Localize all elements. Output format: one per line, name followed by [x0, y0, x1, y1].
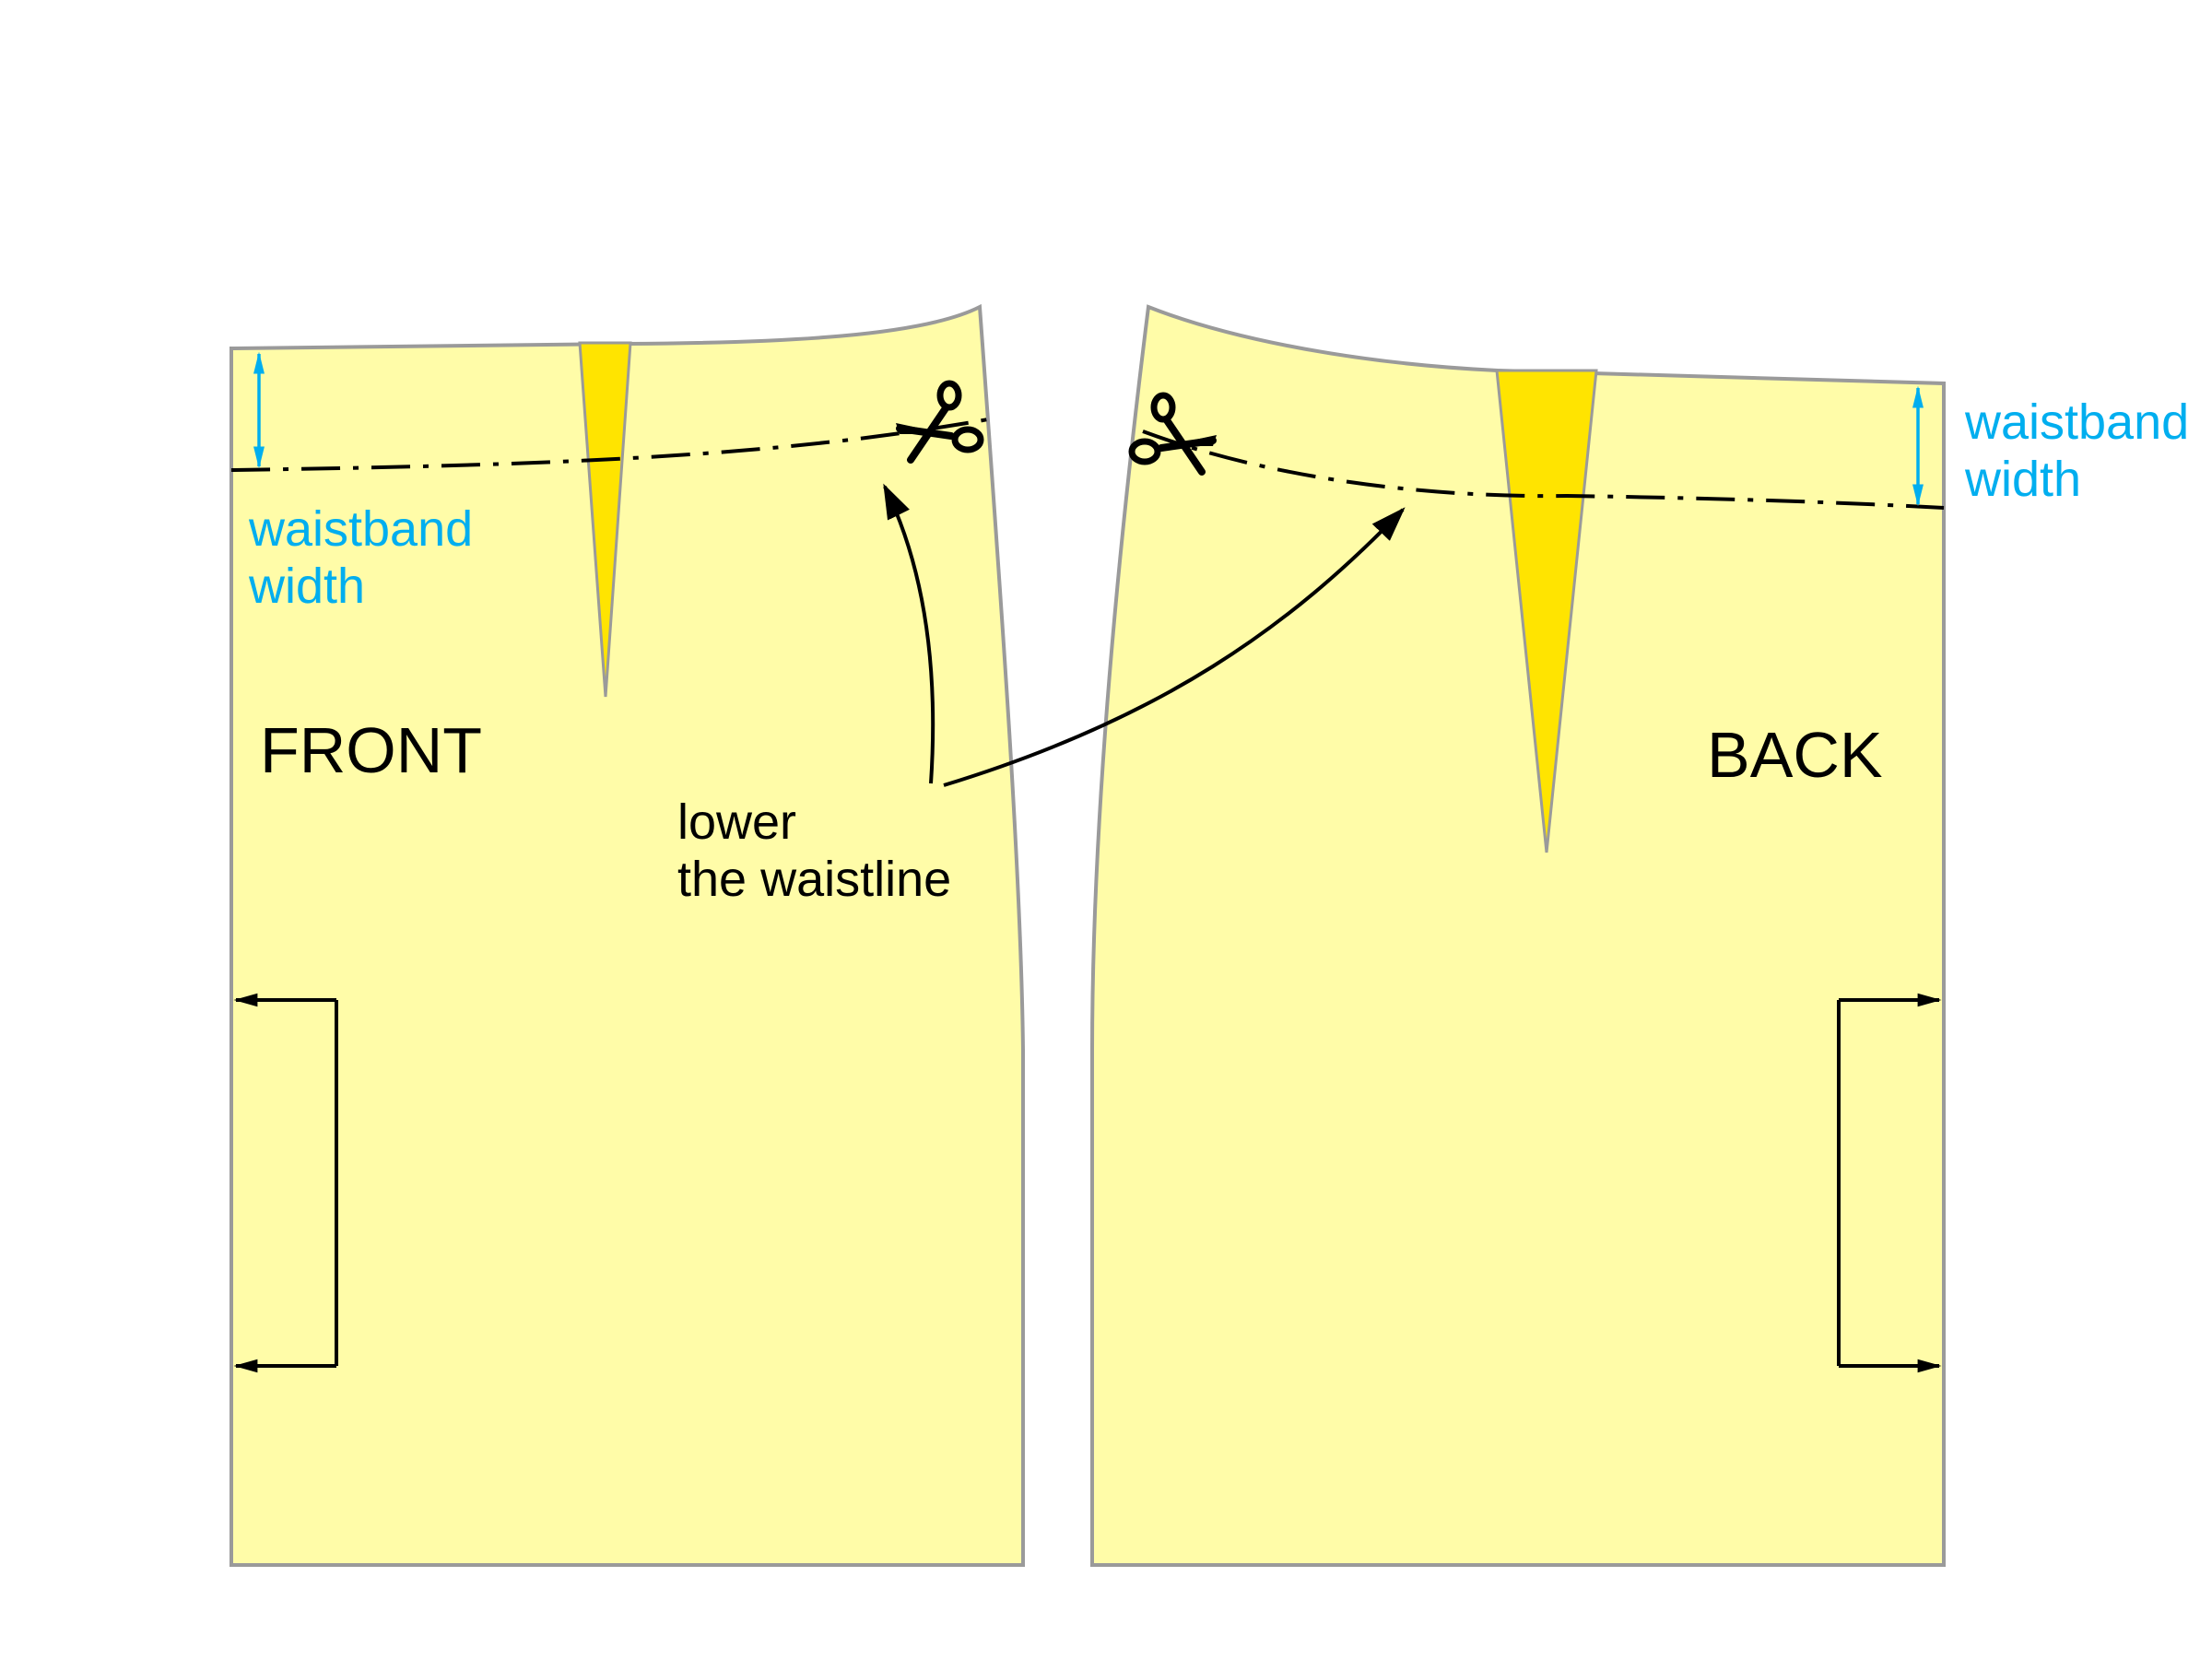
front-panel-outline: [229, 303, 1025, 1567]
front-title: FRONT: [260, 714, 482, 786]
front-waistband-label: waistband width: [248, 501, 487, 614]
front-waistband-label-line2: width: [248, 559, 365, 614]
front-cut-line: [230, 418, 989, 472]
front-dart: [578, 341, 632, 698]
back-dart: [1495, 369, 1598, 853]
instruction-label-line2: the waistline: [677, 852, 951, 907]
front-panel: [229, 303, 1025, 1567]
back-waistband-label-line1: waistband: [1964, 394, 2189, 450]
front-waistband-label-line1: waistband: [248, 501, 473, 557]
back-waistband-label: waistband width: [1964, 394, 2203, 507]
back-panel: [1090, 304, 1946, 1567]
back-cut-line: [1142, 429, 1945, 510]
instruction-label: lower the waistline: [677, 794, 951, 907]
back-panel-outline: [1090, 304, 1946, 1567]
instruction-arrow-back-icon: [943, 507, 1406, 787]
back-title: BACK: [1707, 719, 1883, 791]
instruction-label-line1: lower: [677, 794, 796, 850]
instruction-arrow-front-icon: [883, 483, 935, 784]
back-waistband-label-line2: width: [1964, 452, 2081, 507]
